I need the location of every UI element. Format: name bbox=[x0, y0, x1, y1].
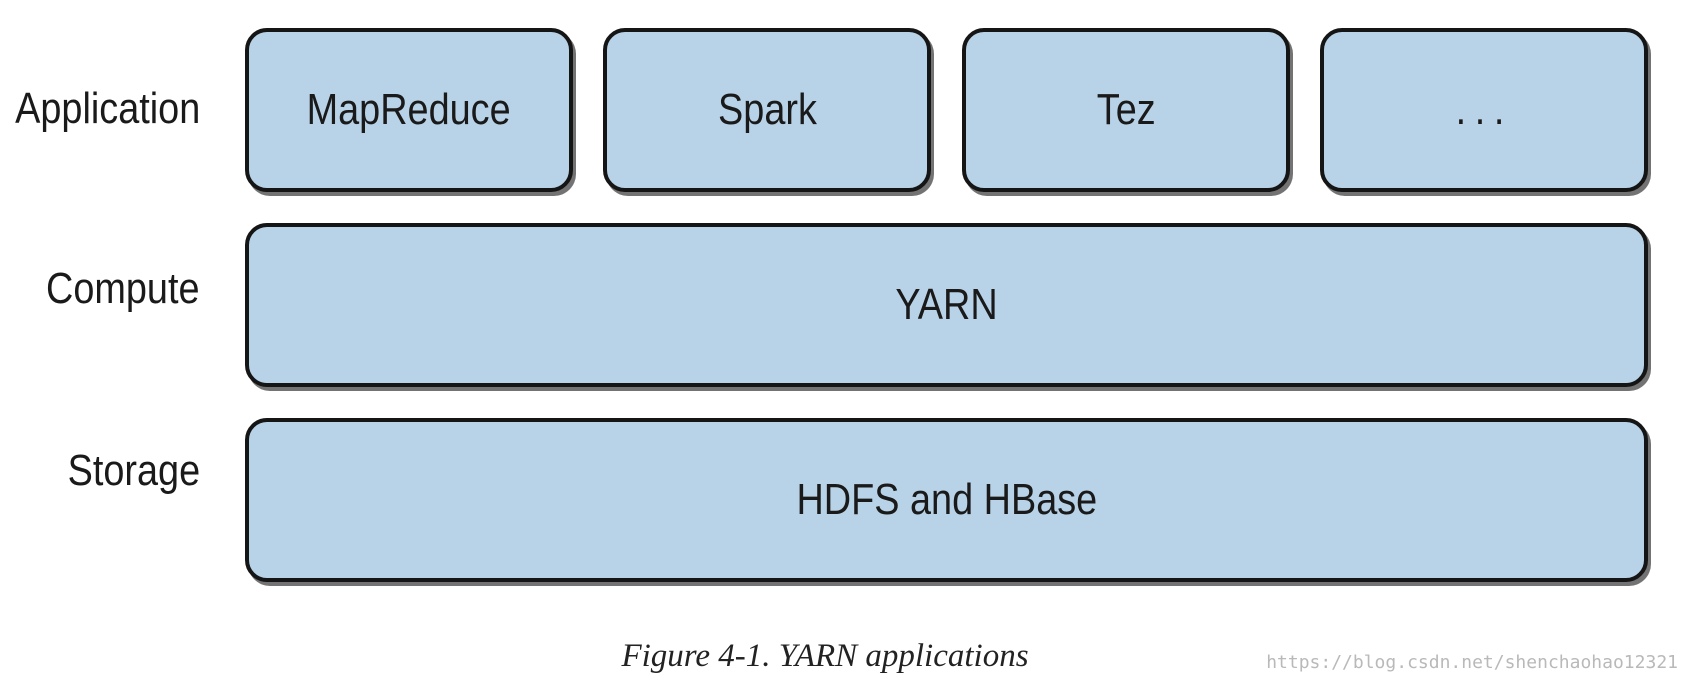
tez-label: Tez bbox=[1096, 85, 1156, 134]
spark-label: Spark bbox=[717, 85, 817, 134]
mapreduce-label: MapReduce bbox=[306, 85, 512, 134]
hdfs-hbase-box: HDFS and HBase bbox=[245, 418, 1648, 582]
more-applications-box: ... bbox=[1320, 28, 1648, 192]
yarn-label: YARN bbox=[895, 280, 998, 329]
figure-caption: Figure 4-1. YARN applications bbox=[621, 638, 1029, 674]
compute-layer-label: Compute bbox=[46, 264, 200, 313]
hdfs-hbase-label: HDFS and HBase bbox=[796, 475, 1097, 524]
more-applications-label: ... bbox=[1455, 85, 1513, 134]
yarn-box: YARN bbox=[245, 223, 1648, 387]
application-layer-label: Application bbox=[14, 84, 200, 133]
watermark-url: https://blog.csdn.net/shenchaohao12321 bbox=[1266, 652, 1678, 673]
tez-box: Tez bbox=[962, 28, 1290, 192]
storage-layer-label: Storage bbox=[67, 446, 200, 495]
spark-box: Spark bbox=[603, 28, 931, 192]
mapreduce-box: MapReduce bbox=[245, 28, 573, 192]
